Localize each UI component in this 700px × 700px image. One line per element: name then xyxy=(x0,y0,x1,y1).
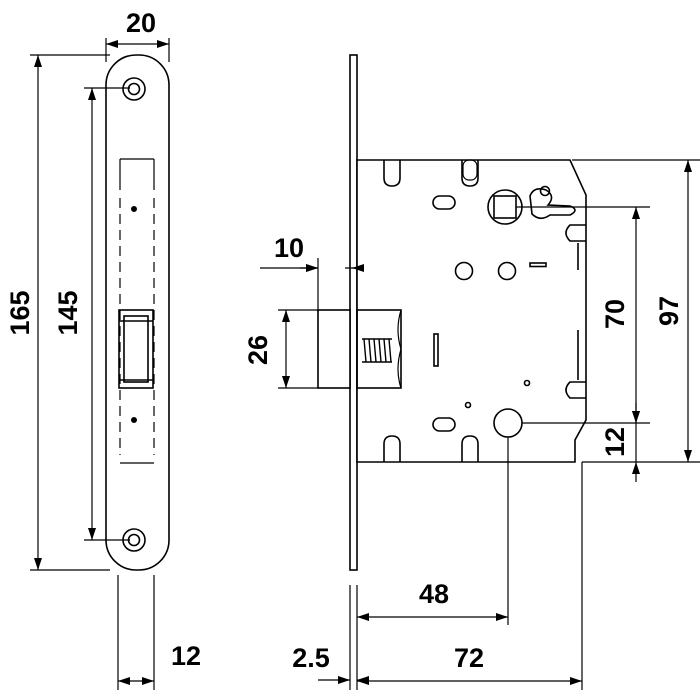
case-tab-right-upper xyxy=(565,224,586,242)
case-tab-bottom-left xyxy=(383,435,401,462)
dim-label-screw-spacing: 145 xyxy=(53,290,83,335)
dim-label-keyhole-offset: 12 xyxy=(600,427,630,457)
latch-window xyxy=(118,309,154,389)
side-view-dimensions xyxy=(260,159,700,690)
slot-upper-left xyxy=(432,195,456,210)
pin-small-left xyxy=(464,401,472,409)
lock-side-view xyxy=(317,54,587,571)
lever-pivot xyxy=(539,185,551,197)
faceplate-recess xyxy=(119,158,155,464)
case-tab-bottom-right xyxy=(461,435,479,462)
dim-label-backset: 48 xyxy=(419,579,449,609)
recess-pin-bottom xyxy=(131,416,138,423)
top-screw-hole xyxy=(122,77,146,101)
dim-label-latch-height: 26 xyxy=(243,335,273,365)
dim-label-faceplate-thickness: 2.5 xyxy=(292,643,330,673)
front-view-dimensions xyxy=(30,38,170,690)
latch-bolt-tail xyxy=(397,309,402,389)
dim-label-overall-height: 165 xyxy=(5,290,35,335)
faceplate-outline xyxy=(105,54,170,571)
dim-label-handle-to-keyhole: 70 xyxy=(600,299,630,329)
rivet-left xyxy=(454,261,474,281)
slot-lower-left xyxy=(432,417,456,432)
pin-small-right xyxy=(523,379,531,387)
top-screw-hole-inner xyxy=(127,82,141,96)
slot-small-vertical xyxy=(433,333,439,367)
dim-label-faceplate-depth: 12 xyxy=(171,641,201,671)
faceplate-front-view xyxy=(105,54,170,571)
case-tab-right-lower xyxy=(565,381,586,399)
dim-label-body-depth: 72 xyxy=(454,643,484,673)
slot-upper-center xyxy=(462,159,478,181)
latch-window-inner xyxy=(123,315,149,383)
slot-small-horizontal xyxy=(529,262,547,268)
rivet-right xyxy=(497,261,517,281)
dim-label-body-height: 97 xyxy=(654,296,684,326)
recess-pin-top xyxy=(131,206,138,213)
faceplate-side xyxy=(349,54,358,571)
dim-label-faceplate-width: 20 xyxy=(126,8,156,38)
latch-spring xyxy=(362,338,392,363)
lock-case-outline xyxy=(356,159,587,463)
case-tab-top-left xyxy=(383,160,401,187)
case-tab-top-right xyxy=(461,160,479,187)
dim-label-latch-projection: 10 xyxy=(274,233,304,263)
latch-bolt-head xyxy=(317,309,351,389)
